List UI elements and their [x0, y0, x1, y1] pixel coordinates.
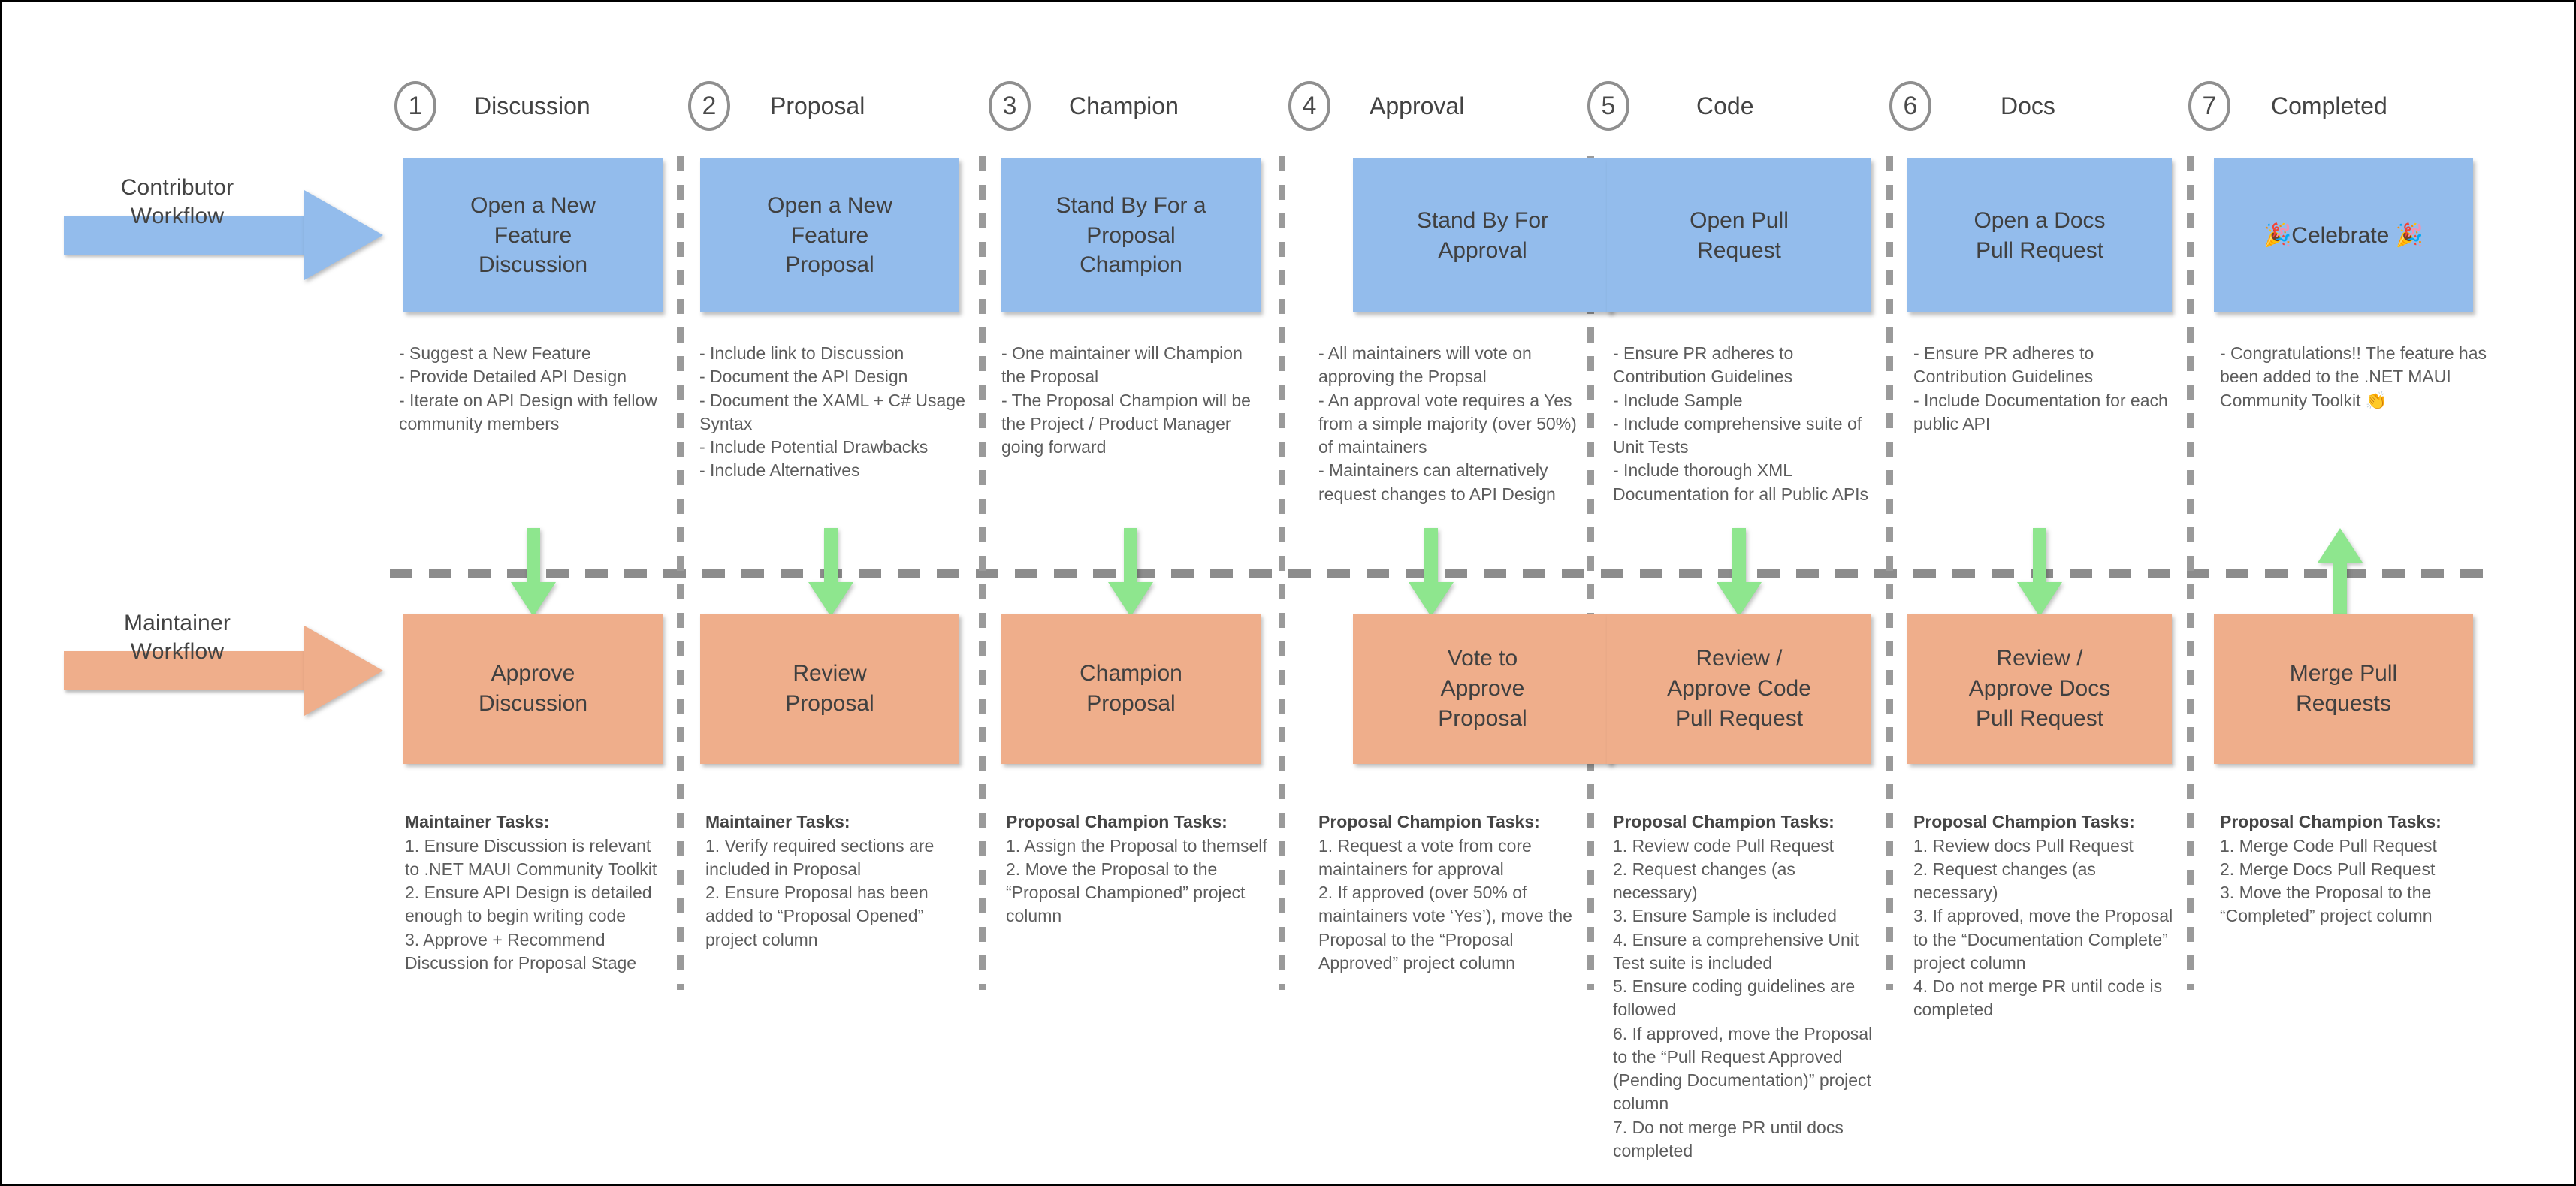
maintainer-notes-body-2: 1. Verify required sections are included…: [705, 835, 935, 949]
maintainer-lane-label: Maintainer Workflow: [123, 611, 231, 665]
flow-arrow-tip: [1108, 582, 1153, 617]
flow-arrow-4: [1409, 528, 1454, 617]
step-number-2: 2: [688, 81, 730, 131]
maintainer-box-6[interactable]: Review / Approve Docs Pull Request: [1907, 614, 2172, 764]
step-title-3: Champion: [1069, 92, 1179, 119]
contributor-lane-label: Contributor Workflow: [120, 175, 234, 229]
contributor-box-2[interactable]: Open a New Feature Proposal: [700, 158, 959, 312]
maintainer-notes-header-5: Proposal Champion Tasks:: [1613, 812, 1835, 832]
maintainer-notes-6: Proposal Champion Tasks: 1. Review docs P…: [1913, 787, 2184, 1022]
step-title-5: Code: [1696, 92, 1754, 119]
step-number-1: 1: [394, 81, 436, 131]
column-separator: [1587, 156, 1594, 990]
contributor-notes-1: - Suggest a New Feature - Provide Detail…: [399, 343, 657, 433]
maintainer-box-7[interactable]: Merge Pull Requests: [2214, 614, 2473, 764]
maintainer-notes-2: Maintainer Tasks: 1. Verify required sect…: [705, 787, 970, 952]
column-separator: [1886, 156, 1893, 990]
flow-arrow-2: [808, 528, 853, 617]
maintainer-notes-header-2: Maintainer Tasks:: [705, 812, 850, 832]
maintainer-arrow-head: [304, 626, 383, 716]
step-number-7: 7: [2188, 81, 2230, 131]
flow-arrow-tip: [808, 582, 853, 617]
step-title-7: Completed: [2271, 92, 2387, 119]
contributor-notes-5: - Ensure PR adheres to Contribution Guid…: [1613, 343, 1869, 504]
step-title-1: Discussion: [474, 92, 590, 119]
contributor-box-3[interactable]: Stand By For a Proposal Champion: [1001, 158, 1261, 312]
contributor-box-4[interactable]: Stand By For Approval: [1353, 158, 1612, 312]
maintainer-notes-body-5: 1. Review code Pull Request 2. Request c…: [1613, 835, 1873, 1160]
flow-arrow-stem: [1424, 528, 1438, 582]
flow-arrow-6: [2017, 528, 2062, 617]
contributor-notes-3: - One maintainer will Champion the Propo…: [1001, 343, 1251, 457]
contributor-arrow-shaft: [64, 216, 312, 255]
column-separator: [1279, 156, 1285, 990]
column-separator: [2187, 156, 2194, 990]
flow-arrow-tip: [511, 582, 556, 617]
maintainer-notes-body-6: 1. Review docs Pull Request 2. Request c…: [1913, 835, 2173, 1020]
maintainer-notes-4: Proposal Champion Tasks: 1. Request a vot…: [1318, 787, 1589, 975]
flow-arrow-1: [511, 528, 556, 617]
maintainer-notes-header-4: Proposal Champion Tasks:: [1318, 812, 1540, 832]
flow-arrow-stem: [824, 528, 838, 582]
flow-arrow-stem: [2333, 563, 2347, 617]
flow-arrow-7: [2318, 528, 2363, 617]
flow-arrow-stem: [2033, 528, 2046, 582]
maintainer-box-1[interactable]: Approve Discussion: [403, 614, 663, 764]
maintainer-box-2[interactable]: Review Proposal: [700, 614, 959, 764]
contributor-arrow-head: [304, 190, 383, 280]
contributor-notes-7: - Congratulations!! The feature has been…: [2220, 343, 2487, 410]
maintainer-notes-header-7: Proposal Champion Tasks:: [2220, 812, 2442, 832]
column-separator: [979, 156, 986, 990]
flow-arrow-tip: [1717, 582, 1762, 617]
step-number-4: 4: [1288, 81, 1330, 131]
maintainer-notes-header-6: Proposal Champion Tasks:: [1913, 812, 2135, 832]
contributor-notes-4: - All maintainers will vote on approving…: [1318, 343, 1577, 504]
maintainer-notes-body-4: 1. Request a vote from core maintainers …: [1318, 835, 1572, 973]
step-title-4: Approval: [1370, 92, 1465, 119]
flow-arrow-stem: [527, 528, 540, 582]
lane-divider: [390, 569, 2486, 578]
maintainer-box-4[interactable]: Vote to Approve Proposal: [1353, 614, 1612, 764]
maintainer-notes-5: Proposal Champion Tasks: 1. Review code P…: [1613, 787, 1883, 1163]
flow-arrow-tip: [1409, 582, 1454, 617]
maintainer-notes-body-3: 1. Assign the Proposal to themself 2. Mo…: [1006, 835, 1267, 926]
flow-arrow-stem: [1124, 528, 1137, 582]
column-separator: [677, 156, 684, 990]
maintainer-notes-body-7: 1. Merge Code Pull Request 2. Merge Docs…: [2220, 835, 2437, 926]
step-title-6: Docs: [2001, 92, 2055, 119]
contributor-notes-2: - Include link to Discussion - Document …: [699, 343, 965, 481]
contributor-box-1[interactable]: Open a New Feature Discussion: [403, 158, 663, 312]
maintainer-notes-1: Maintainer Tasks: 1. Ensure Discussion is…: [405, 787, 669, 975]
contributor-box-7[interactable]: 🎉Celebrate 🎉: [2214, 158, 2473, 312]
maintainer-notes-header-3: Proposal Champion Tasks:: [1006, 812, 1228, 832]
step-number-6: 6: [1889, 81, 1931, 131]
maintainer-notes-body-1: 1. Ensure Discussion is relevant to .NET…: [405, 835, 657, 973]
contributor-box-6[interactable]: Open a Docs Pull Request: [1907, 158, 2172, 312]
flow-arrow-3: [1108, 528, 1153, 617]
step-number-5: 5: [1587, 81, 1629, 131]
step-number-3: 3: [989, 81, 1031, 131]
contributor-box-5[interactable]: Open Pull Request: [1607, 158, 1871, 312]
contributor-lane-arrow: [64, 190, 383, 280]
step-title-2: Proposal: [770, 92, 865, 119]
maintainer-notes-header-1: Maintainer Tasks:: [405, 812, 550, 832]
maintainer-notes-3: Proposal Champion Tasks: 1. Assign the Pr…: [1006, 787, 1273, 928]
maintainer-box-5[interactable]: Review / Approve Code Pull Request: [1607, 614, 1871, 764]
contributor-notes-6: - Ensure PR adheres to Contribution Guid…: [1913, 343, 2168, 433]
maintainer-lane-arrow: [64, 626, 383, 716]
maintainer-box-3[interactable]: Champion Proposal: [1001, 614, 1261, 764]
flow-arrow-tip: [2017, 582, 2062, 617]
maintainer-arrow-shaft: [64, 651, 312, 690]
maintainer-notes-7: Proposal Champion Tasks: 1. Merge Code Pu…: [2220, 787, 2490, 928]
flow-arrow-stem: [1732, 528, 1746, 582]
flow-arrow-5: [1717, 528, 1762, 617]
flow-arrow-tip: [2318, 528, 2363, 563]
